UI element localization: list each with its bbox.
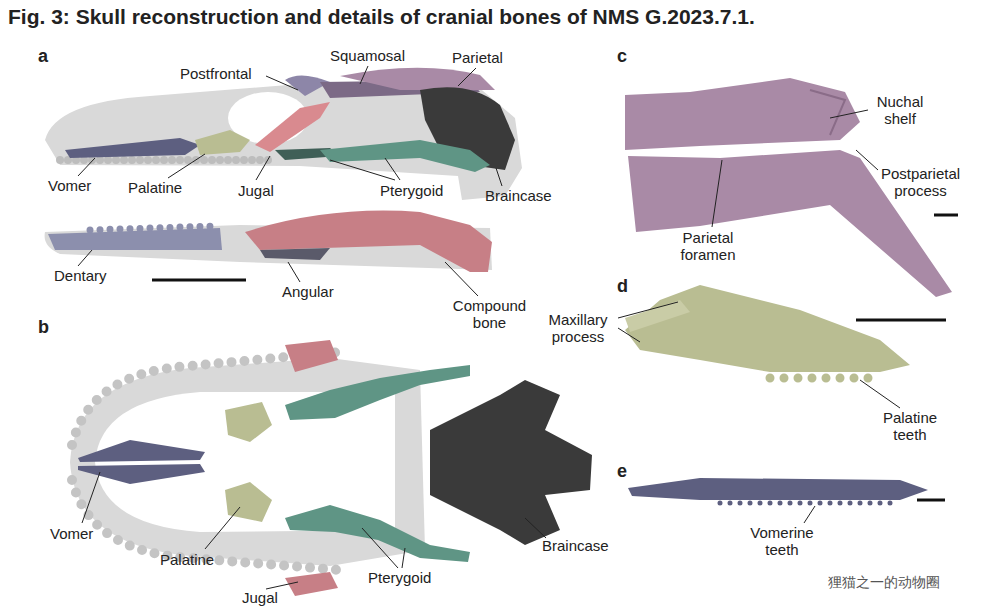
bone-label: Postfrontal xyxy=(180,66,252,83)
bone-label: Jugal xyxy=(238,183,274,200)
bone-label: Squamosal xyxy=(330,48,405,65)
palatine-detail xyxy=(625,285,910,378)
bone-label: Maxillary process xyxy=(538,312,618,345)
bone-label: Parietal foramen xyxy=(668,230,748,263)
bone-label: Palatine teeth xyxy=(870,410,950,443)
leader-line xyxy=(78,66,900,589)
panel-letter: a xyxy=(38,47,48,67)
vomer-detail xyxy=(628,478,928,503)
bone-label: Parietal xyxy=(452,50,503,67)
bone-label: Vomerine teeth xyxy=(742,525,822,558)
bone-label: Jugal xyxy=(242,590,278,607)
lower-jaw xyxy=(45,211,492,272)
bone-label: Palatine xyxy=(160,552,214,569)
skull-ventral xyxy=(70,340,592,596)
skull-lateral xyxy=(45,68,522,200)
bone-label: Vomer xyxy=(48,178,91,195)
figure-title: Fig. 3: Skull reconstruction and details… xyxy=(8,5,755,29)
bone-label: Postparietal process xyxy=(868,166,973,199)
bone-label: Pterygoid xyxy=(368,570,431,587)
bone-label: Braincase xyxy=(485,188,552,205)
panel-letter: b xyxy=(38,318,49,338)
panel-letter: d xyxy=(617,277,628,297)
bone-label: Dentary xyxy=(54,268,107,285)
watermark: 狸猫之一的动物圈 xyxy=(828,575,940,590)
bone-label: Nuchal shelf xyxy=(868,94,932,127)
bone-label: Angular xyxy=(282,284,334,301)
bone-label: Palatine xyxy=(128,180,182,197)
panel-letter: e xyxy=(617,462,627,482)
scale-bar xyxy=(152,215,958,500)
bone-label: Braincase xyxy=(542,538,609,555)
bone-label: Compound bone xyxy=(442,298,537,331)
panel-letter: c xyxy=(617,47,627,67)
bone-label: Pterygoid xyxy=(380,183,443,200)
bone-label: Vomer xyxy=(50,526,93,543)
